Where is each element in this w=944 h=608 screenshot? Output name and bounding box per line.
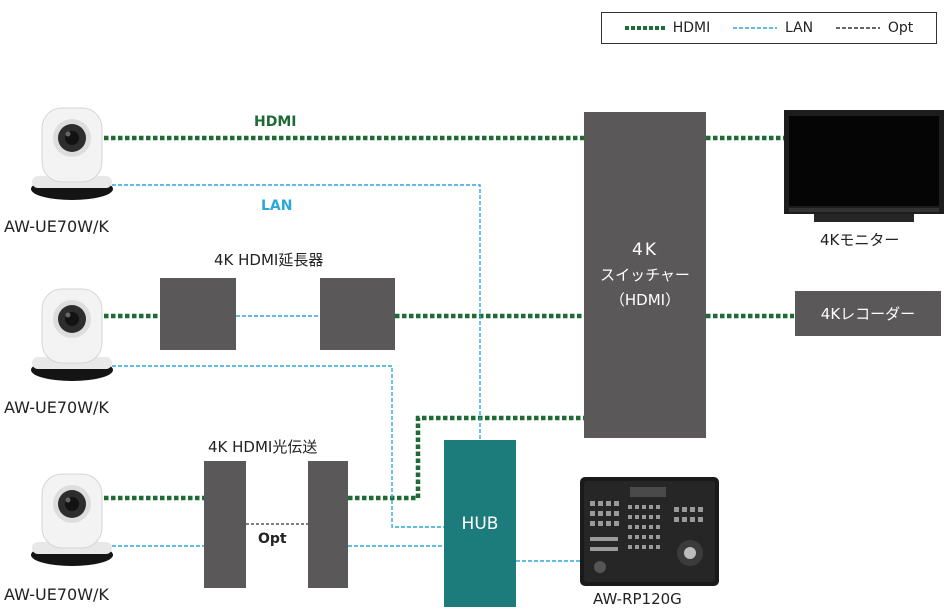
controller-label: AW-RP120G xyxy=(593,590,682,608)
opt-link-label: Opt xyxy=(258,531,287,547)
extender-transmitter xyxy=(160,278,236,350)
legend-opt-swatch xyxy=(835,27,880,29)
camera-icon-2 xyxy=(31,288,113,381)
camera-icon-1 xyxy=(31,107,113,200)
camera-icon-3 xyxy=(31,473,113,566)
hdmi-wire-label: HDMI xyxy=(254,114,297,130)
monitor-label: 4Kモニター xyxy=(820,231,900,249)
monitor-icon xyxy=(784,110,944,222)
legend-lan-swatch xyxy=(732,27,777,29)
camera-label-3: AW-UE70W/K xyxy=(4,585,109,604)
legend-hdmi-label: HDMI xyxy=(672,20,711,36)
legend-hdmi-swatch xyxy=(624,26,665,30)
switcher-label-line3: （HDMI） xyxy=(609,291,681,309)
legend-hdmi: HDMI xyxy=(624,20,711,36)
legend-opt-label: Opt xyxy=(887,20,914,36)
switcher-box: 4K スイッチャー （HDMI） xyxy=(584,112,706,438)
switcher-label-line1: 4K xyxy=(632,240,658,260)
legend-lan: LAN xyxy=(732,20,814,36)
lan-cam1-to-hub xyxy=(112,184,481,440)
lan-cam2-to-hub xyxy=(112,365,444,528)
controller-icon xyxy=(580,477,719,586)
optical-transmitter xyxy=(204,461,246,588)
optical-receiver xyxy=(308,461,348,588)
recorder-box: 4Kレコーダー xyxy=(795,291,941,336)
hub-label: HUB xyxy=(461,513,499,534)
optical-caption: 4K HDMI光伝送 xyxy=(208,438,318,456)
lan-wire-label: LAN xyxy=(261,198,293,214)
extender-receiver xyxy=(320,278,395,350)
recorder-label: 4Kレコーダー xyxy=(820,305,916,323)
legend-lan-label: LAN xyxy=(784,20,814,36)
camera-label-1: AW-UE70W/K xyxy=(4,217,109,236)
hdmi-optical-rx-to-switcher xyxy=(348,415,584,501)
hub-box: HUB xyxy=(444,440,516,607)
switcher-label-line2: スイッチャー xyxy=(600,266,690,284)
legend-opt: Opt xyxy=(835,20,914,36)
camera-label-2: AW-UE70W/K xyxy=(4,398,109,417)
extender-caption: 4K HDMI延長器 xyxy=(214,251,324,269)
legend: HDMI LAN Opt xyxy=(601,12,937,44)
